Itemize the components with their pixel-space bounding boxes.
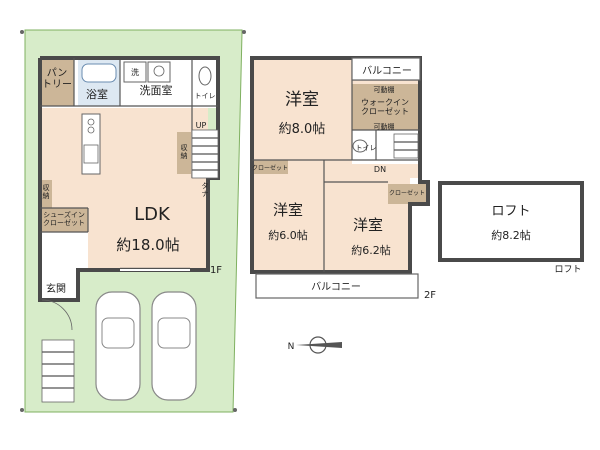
- walkin-label: ウォークインクローゼット: [361, 98, 409, 116]
- loft-name-label: ロフト: [491, 204, 530, 219]
- stairs-2f: [393, 133, 419, 159]
- room-a-name-label: 洋室: [285, 90, 319, 110]
- parking-cars: [95, 291, 197, 401]
- room-b-name-label: 洋室: [273, 201, 303, 219]
- room-a-size-label: 約8.0帖: [279, 122, 326, 137]
- ldk-size-label: 約18.0帖: [116, 236, 179, 254]
- room-c-name-label: 洋室: [353, 216, 383, 234]
- dn-label: DN: [374, 165, 386, 174]
- floor1-house: パントリー 浴室 洗面室 洗 トイレ UP 収納 収納 タナ シューズインクロー…: [38, 56, 222, 403]
- ldk-name-label: LDK: [134, 204, 171, 225]
- loft-size-label: 約8.2帖: [491, 228, 531, 242]
- floor1-label: 1F: [210, 265, 222, 276]
- loft-plan: ロフト 約8.2帖 ロフト: [438, 181, 584, 275]
- balcony-top-label: バルコニー: [362, 65, 412, 77]
- washroom-label: 洗面室: [140, 83, 173, 97]
- compass-letter: N: [288, 342, 295, 352]
- toilet-2f-label: トイレ: [356, 144, 377, 152]
- north-arrow-icon: N: [288, 336, 342, 354]
- tana-label: タナ: [202, 181, 209, 198]
- room-b-size-label: 約6.0帖: [268, 228, 308, 242]
- toilet-1f-label: トイレ: [195, 92, 216, 100]
- room-c-size-label: 約6.2帖: [351, 243, 391, 257]
- loft-floor-label: ロフト: [554, 265, 581, 275]
- floor2-house: バルコニー 洋室 約8.0帖 可動棚 ウォークインクローゼット 可動棚 トイレ …: [250, 56, 436, 301]
- wash-mark-label: 洗: [131, 67, 139, 77]
- pantry-fill: [40, 58, 74, 106]
- storage-stair-label: 収納: [181, 144, 188, 160]
- closet-c-label: クローゼット: [389, 189, 425, 197]
- shoes-closet-label: シューズインクローゼット: [43, 210, 85, 227]
- floor2-label: 2F: [424, 290, 436, 301]
- closet-b-label: クローゼット: [252, 164, 288, 172]
- entrance-steps: [41, 339, 75, 403]
- bath-label: 浴室: [86, 87, 108, 101]
- storage-left-label: 収納: [43, 184, 50, 200]
- walkin-fill: [352, 84, 418, 130]
- balcony-bottom-label: バルコニー: [311, 281, 361, 293]
- shelf-bottom-label: 可動棚: [374, 122, 395, 131]
- shelf-top-label: 可動棚: [374, 85, 395, 94]
- stairs-1f: [191, 129, 219, 179]
- pantry-label: パントリー: [42, 67, 72, 91]
- shoes-closet-fill: [40, 208, 88, 232]
- up-label: UP: [196, 121, 207, 130]
- entrance-label: 玄関: [46, 282, 66, 295]
